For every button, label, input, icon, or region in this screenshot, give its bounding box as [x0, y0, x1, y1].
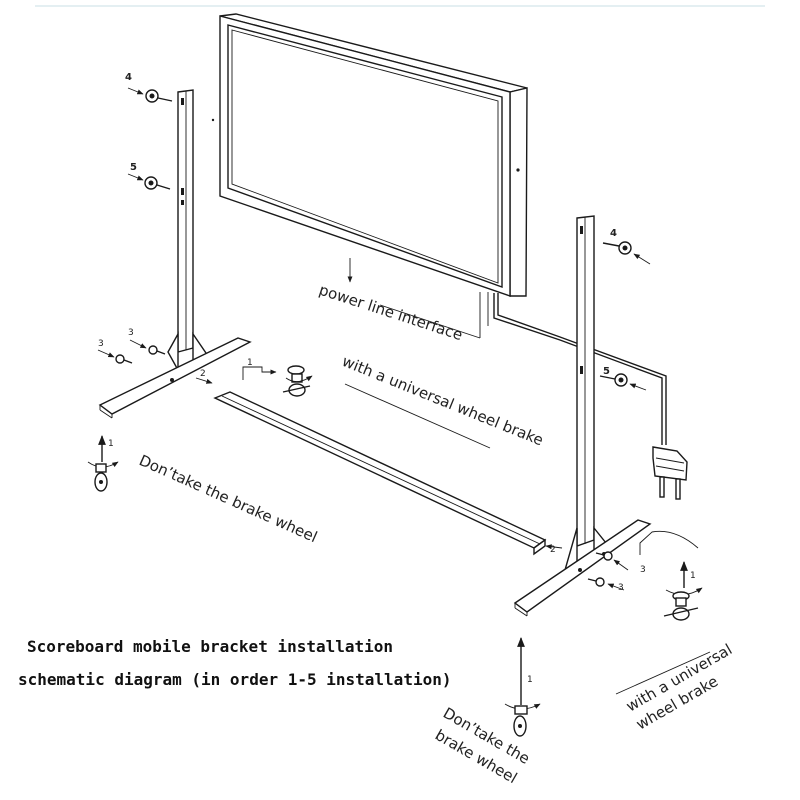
step-2-left: 2 [200, 369, 206, 379]
scoreboard-screen [211, 13, 528, 297]
step-1-bottom: 1 [527, 675, 533, 685]
step-3-left-a: 3 [128, 328, 134, 338]
caster-left [87, 435, 119, 492]
screw-3-right-a [595, 551, 629, 571]
step-1-left: 1 [108, 439, 114, 449]
knob-4-right [602, 241, 651, 265]
leader-brake-top [344, 383, 491, 449]
knob-5-right [599, 373, 647, 391]
power-plug [652, 446, 688, 500]
step-3-right-a: 3 [640, 565, 646, 575]
screw-3-left-a [129, 339, 166, 355]
step-4-left: 4 [125, 72, 132, 83]
diagram-title-line2: schematic diagram (in order 1-5 installa… [18, 670, 451, 689]
step-4-right: 4 [610, 228, 617, 239]
caster-bottom [504, 637, 541, 737]
caster-brake-right [639, 530, 703, 621]
step-2-right: 2 [550, 545, 556, 555]
crossbar [213, 391, 547, 556]
left-stand [98, 89, 252, 419]
step-1-right: 1 [690, 571, 696, 581]
knob-4-left [127, 87, 173, 103]
diagram-title-line1: Scoreboard mobile bracket installation [27, 637, 393, 656]
knob-5-left [127, 173, 171, 190]
step-3-left-b: 3 [98, 339, 104, 349]
step-3-right-b: 3 [618, 583, 624, 593]
screw-3-right-b [587, 577, 625, 591]
label-dont-left: Don’take the brake wheel [136, 451, 320, 546]
arrow-2-right [545, 544, 563, 550]
caster-brake-top [242, 365, 313, 397]
right-stand [513, 215, 652, 617]
screw-3-left-b [97, 349, 133, 364]
step-5-left: 5 [130, 162, 137, 173]
label-power-interface: power line interface [317, 281, 465, 344]
arrow-2-left [195, 377, 213, 384]
power-cable [379, 292, 667, 445]
label-brake-top: with a universal wheel brake [340, 352, 546, 449]
step-1-top: 1 [247, 358, 253, 368]
step-5-right: 5 [603, 366, 610, 377]
leader-brake-right [615, 651, 711, 695]
